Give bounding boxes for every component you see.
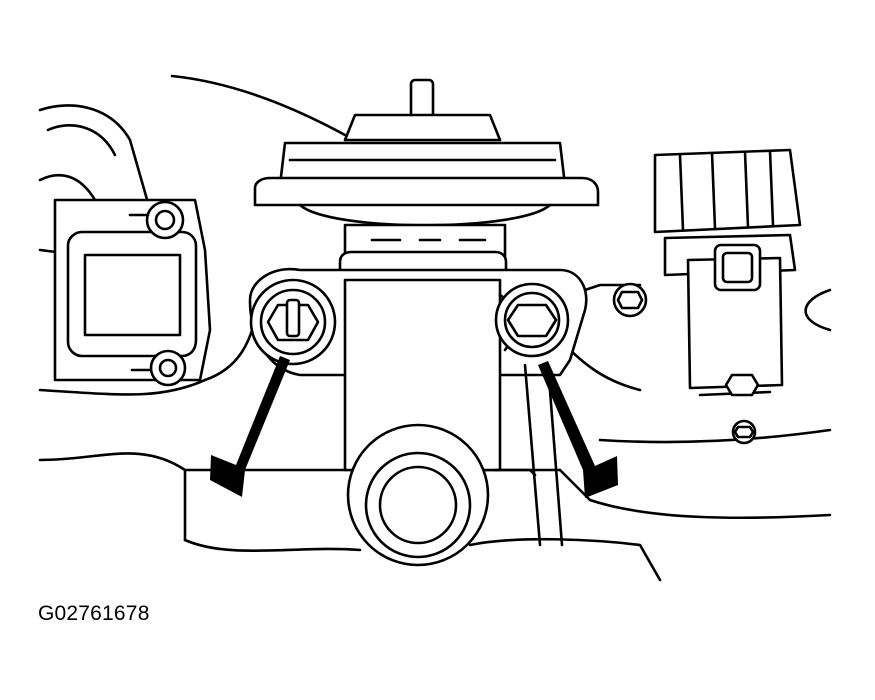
- small-fasteners: [612, 282, 757, 445]
- callout-arrows: [210, 356, 618, 498]
- figure-id-label: G02761678: [38, 602, 150, 625]
- egr-valve: [248, 78, 600, 567]
- left-mounting-bolt: [249, 278, 337, 366]
- right-mounting-bolt: [494, 282, 570, 358]
- throttle-position-sensor: [38, 104, 212, 387]
- left-arrow-icon: [210, 356, 290, 497]
- electrical-connector: [653, 148, 802, 397]
- right-arrow-icon: [538, 361, 618, 498]
